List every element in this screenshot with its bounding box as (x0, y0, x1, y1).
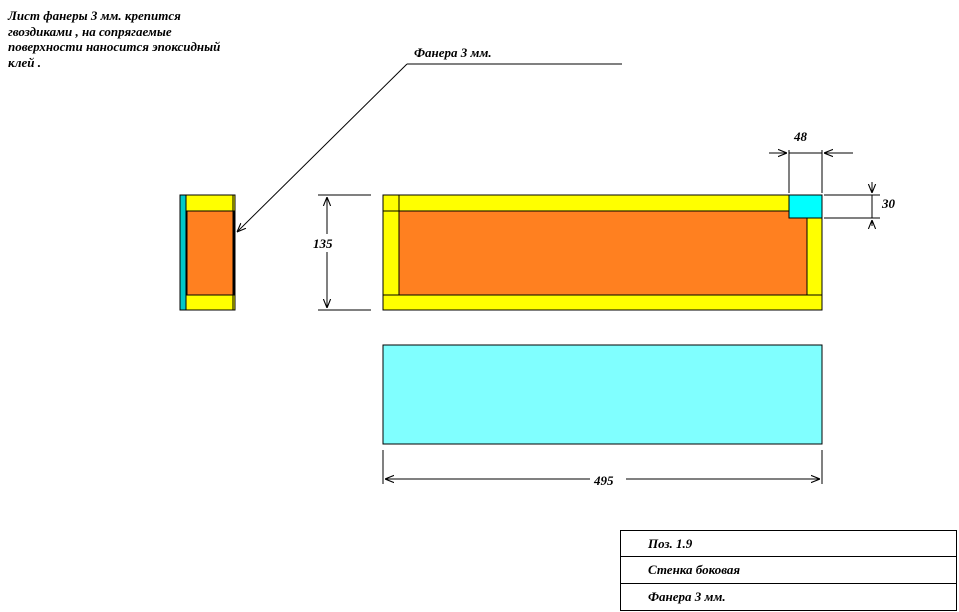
side-view (179, 194, 236, 311)
front-view (382, 194, 823, 311)
callout-leader (237, 63, 408, 232)
title-block-part-name: Стенка боковая (621, 557, 956, 584)
height-value: 135 (313, 236, 333, 251)
corner-dimensions: 48 30 (769, 129, 896, 226)
height-dimension: 135 (312, 194, 371, 311)
title-block: Поз. 1.9 Стенка боковая Фанера 3 мм. (620, 530, 957, 611)
title-block-position: Поз. 1.9 (621, 531, 956, 558)
width-value: 495 (593, 473, 614, 488)
assembly-note: Лист фанеры 3 мм. крепится гвоздиками , … (8, 8, 221, 70)
plywood-sheet (382, 344, 823, 445)
side-plywood-sheet (179, 194, 187, 311)
width-dimension: 495 (382, 450, 823, 488)
corner-height-value: 30 (881, 196, 896, 211)
callout-label: Фанера 3 мм. (414, 45, 492, 60)
corner-block (788, 194, 823, 219)
plywood-callout: Фанера 3 мм. (237, 45, 622, 232)
corner-width-value: 48 (793, 129, 808, 144)
front-panel (398, 210, 808, 296)
title-block-material: Фанера 3 мм. (648, 588, 726, 604)
side-panel (186, 210, 235, 296)
